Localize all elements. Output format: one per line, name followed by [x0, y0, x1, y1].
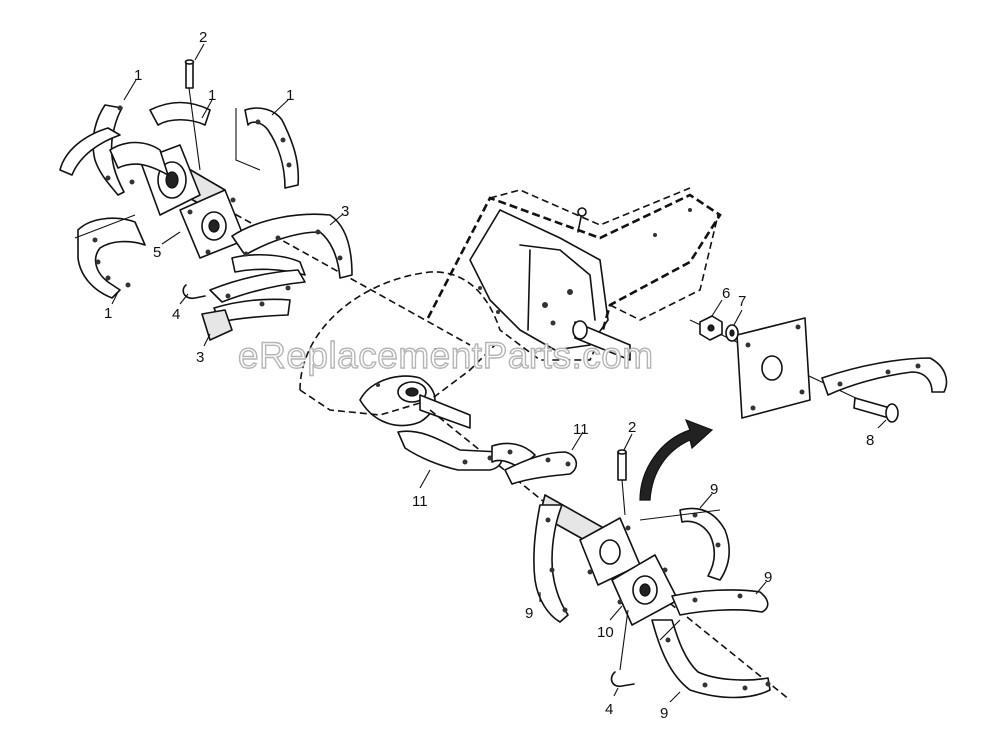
callout-6: 6	[722, 285, 730, 302]
callout-9-left: 9	[525, 605, 533, 622]
callout-4-right: 4	[605, 701, 613, 718]
callout-9-right: 9	[764, 569, 772, 586]
callout-5: 5	[153, 244, 161, 261]
callout-11-lower: 11	[412, 493, 428, 510]
transmission-frame	[299, 187, 722, 429]
left-inner-tines	[201, 213, 353, 341]
callout-1-top-left: 1	[134, 67, 142, 84]
left-tine-assembly	[59, 59, 471, 346]
callout-10: 10	[597, 624, 614, 641]
callout-1-top-right: 1	[286, 87, 294, 104]
right-tine-assembly	[397, 409, 791, 701]
callouts: 2 1 1 1 3 5 1 4 3 6 7 8 11 2 11 9 9	[104, 29, 887, 722]
callout-2-top: 2	[199, 29, 207, 46]
callout-9-upper-right: 9	[710, 481, 718, 498]
callout-4-left: 4	[172, 306, 180, 323]
callout-9-bottom: 9	[660, 705, 668, 722]
callout-1-top-middle: 1	[208, 87, 216, 104]
watermark-text: eReplacementParts.com	[238, 335, 654, 376]
callout-8: 8	[866, 432, 874, 449]
callout-7: 7	[738, 293, 746, 310]
callout-3-upper: 3	[341, 203, 349, 220]
callout-1-lower-left: 1	[104, 305, 112, 322]
side-plate-assembly	[639, 315, 948, 501]
callout-3-lower: 3	[196, 349, 204, 366]
callout-11-upper: 11	[573, 421, 589, 438]
callout-2-right: 2	[628, 419, 636, 436]
